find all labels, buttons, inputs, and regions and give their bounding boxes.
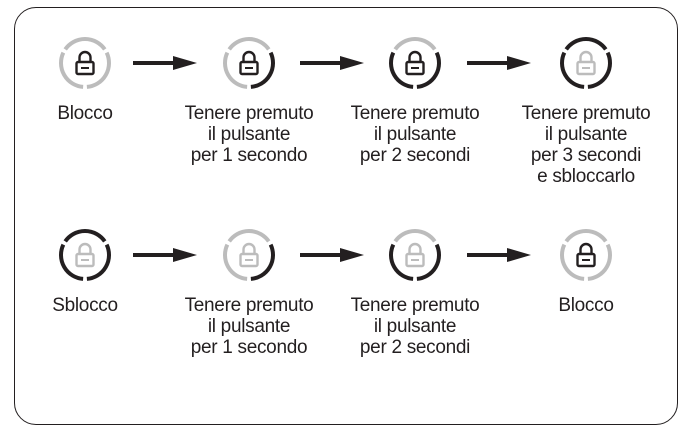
lock-icon [59,37,111,89]
step-label: Blocco [57,103,113,124]
step: Tenere premuto il pulsante per 2 secondi [330,35,500,166]
step-label: Sblocco [52,295,118,316]
step: Tenere premuto il pulsante per 1 secondo [164,227,334,358]
lock-icon [59,229,111,281]
step-label: Tenere premuto il pulsante per 2 secondi [350,295,480,358]
lock-icon [223,37,275,89]
lock-icon [560,229,612,281]
lock-sequence-row: Blocco Tenere premuto il pulsante per 1 … [0,35,696,225]
arrow-right-icon [300,56,364,70]
arrow-right-icon [467,248,531,262]
arrow-right-icon [133,56,197,70]
lock-icon [389,229,441,281]
step: Blocco [501,227,671,316]
step-label: Tenere premuto il pulsante per 1 secondo [184,295,314,358]
step: Tenere premuto il pulsante per 2 secondi [330,227,500,358]
step: Blocco [0,35,170,124]
arrow-right-icon [133,248,197,262]
lock-icon [223,229,275,281]
step: Tenere premuto il pulsante per 1 secondo [164,35,334,166]
step-label: Tenere premuto il pulsante per 1 secondo [184,103,314,166]
arrow-right-icon [300,248,364,262]
arrow-right-icon [467,56,531,70]
unlock-sequence-row: Sblocco Tenere premuto il pulsante per 1… [0,227,696,417]
lock-icon [389,37,441,89]
step: Tenere premuto il pulsante per 3 secondi… [501,35,671,187]
step-label: Blocco [558,295,614,316]
step: Sblocco [0,227,170,316]
lock-icon [560,37,612,89]
step-label: Tenere premuto il pulsante per 3 secondi… [521,103,651,187]
step-label: Tenere premuto il pulsante per 2 secondi [350,103,480,166]
